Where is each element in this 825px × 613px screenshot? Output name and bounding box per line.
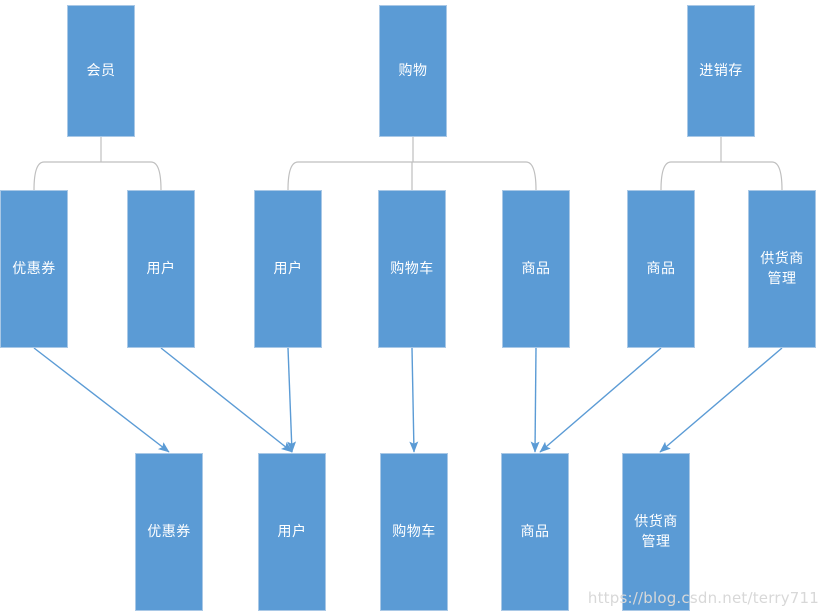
- arrow-shangpin-m6-to-shangpin[interactable]: [539, 347, 662, 453]
- node-label: 商品: [521, 261, 551, 277]
- arrow-shangpin-m5-to-shangpin[interactable]: [530, 347, 540, 453]
- node-m1[interactable]: 优惠券: [0, 190, 68, 348]
- node-m6[interactable]: 商品: [627, 190, 695, 348]
- node-b1[interactable]: 优惠券: [135, 453, 203, 611]
- node-m3[interactable]: 用户: [254, 190, 322, 348]
- connector-jinxiaocun-bus: [660, 161, 783, 191]
- node-label: 购物车: [392, 524, 436, 540]
- node-t2[interactable]: 购物: [379, 5, 447, 137]
- node-t1[interactable]: 会员: [67, 5, 135, 137]
- node-label: 供货商 管理: [634, 514, 678, 550]
- tree-connectors: [33, 137, 783, 191]
- node-label: 用户: [277, 524, 307, 540]
- node-label: 进销存: [699, 63, 743, 79]
- node-b3[interactable]: 购物车: [380, 453, 448, 611]
- arrow-youhuiquan-to-youhuiquan[interactable]: [33, 347, 170, 453]
- connector-huiyuan-bus: [33, 161, 162, 191]
- node-label: 用户: [146, 261, 176, 277]
- arrow-gonghuoshang-to-gonghuoshang[interactable]: [659, 347, 783, 453]
- node-t3[interactable]: 进销存: [687, 5, 755, 137]
- watermark: https://blog.csdn.net/terry711: [587, 589, 819, 607]
- node-m2[interactable]: 用户: [127, 190, 195, 348]
- arrow-yonghu-m2-to-yonghu[interactable]: [160, 347, 293, 453]
- node-m4[interactable]: 购物车: [378, 190, 446, 348]
- arrow-yonghu-m3-to-yonghu[interactable]: [287, 347, 297, 453]
- arrow-gouwuche-to-gouwuche[interactable]: [409, 347, 419, 453]
- node-m5[interactable]: 商品: [502, 190, 570, 348]
- node-b4[interactable]: 商品: [501, 453, 569, 611]
- node-label: 商品: [520, 524, 550, 540]
- node-label: 购物: [398, 63, 428, 79]
- node-label: 优惠券: [147, 524, 191, 540]
- node-b5[interactable]: 供货商 管理: [622, 453, 690, 611]
- node-label: 会员: [86, 63, 116, 79]
- node-b2[interactable]: 用户: [258, 453, 326, 611]
- node-label: 购物车: [390, 261, 434, 277]
- node-label: 用户: [273, 261, 303, 277]
- node-m7[interactable]: 供货商 管理: [748, 190, 816, 348]
- node-label: 优惠券: [12, 261, 56, 277]
- dependency-arrows: [33, 347, 783, 453]
- node-label: 供货商 管理: [760, 251, 804, 287]
- node-label: 商品: [646, 261, 676, 277]
